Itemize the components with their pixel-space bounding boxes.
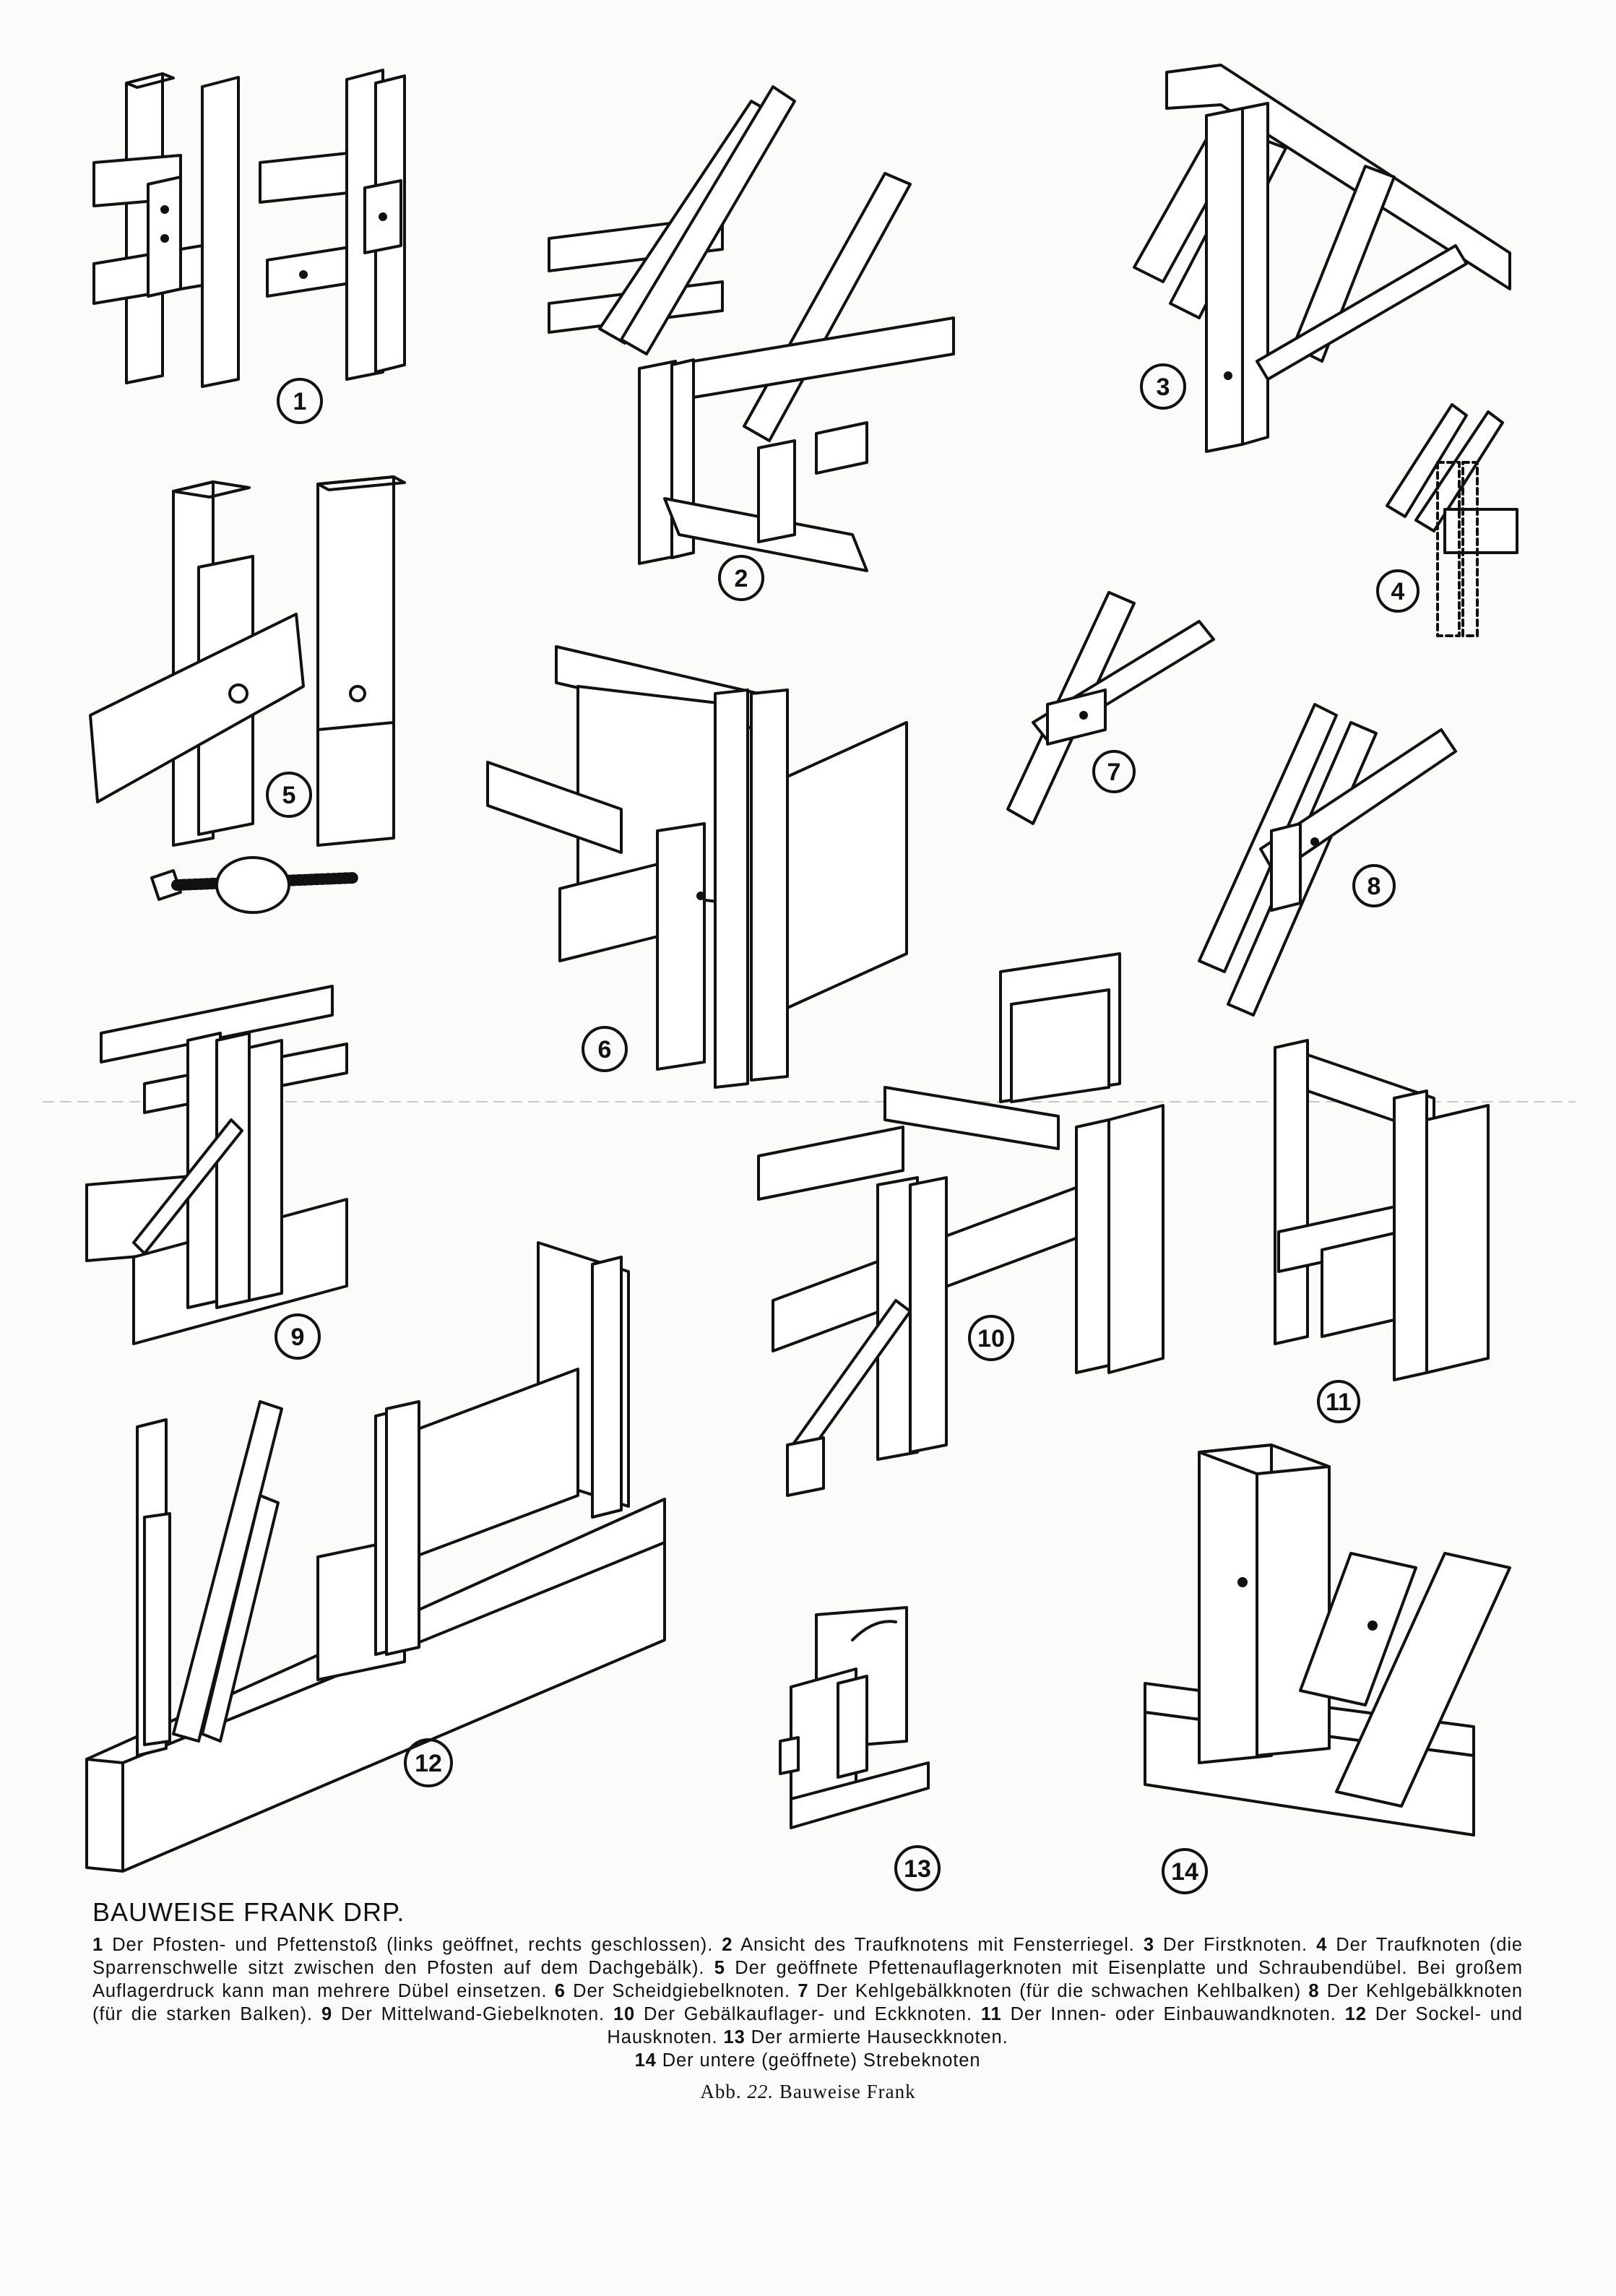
figure-5-drawing <box>89 475 406 847</box>
figure-7-drawing <box>1006 591 1215 825</box>
svg-text:11: 11 <box>1326 1389 1352 1416</box>
figure-13-number: 13 <box>894 1845 941 1891</box>
figure-14-drawing <box>1144 1443 1511 1837</box>
figure-13-drawing <box>779 1606 930 1829</box>
svg-text:2: 2 <box>735 565 748 592</box>
figure-6-number: 6 <box>582 1026 628 1072</box>
figure-8-number: 8 <box>1352 864 1396 907</box>
svg-text:5: 5 <box>282 782 296 809</box>
figure-label-number: 22. <box>747 2081 774 2102</box>
figure-label-title: Bauweise Frank <box>779 2081 916 2102</box>
figure-7-number: 7 <box>1092 750 1136 793</box>
figure-12-number: 12 <box>404 1738 453 1787</box>
figure-label-prefix: Abb. <box>700 2081 742 2102</box>
svg-text:10: 10 <box>977 1325 1005 1352</box>
figure-1-number: 1 <box>277 378 323 424</box>
svg-text:7: 7 <box>1107 759 1121 786</box>
figure-2-number: 2 <box>718 555 764 601</box>
svg-text:14: 14 <box>1171 1858 1198 1886</box>
svg-text:9: 9 <box>291 1324 305 1351</box>
caption-body: 1 Der Pfosten- und Pfettenstoß (links ge… <box>92 1935 1524 2071</box>
svg-text:3: 3 <box>1157 374 1170 401</box>
figure-label: Abb. 22. Bauweise Frank <box>0 2081 1616 2103</box>
svg-text:1: 1 <box>293 388 307 415</box>
svg-text:8: 8 <box>1367 873 1381 900</box>
figure-11-drawing <box>1274 1039 1490 1381</box>
figure-14-number: 14 <box>1162 1848 1208 1894</box>
figure-3-drawing <box>1133 64 1511 453</box>
svg-text:4: 4 <box>1391 578 1405 605</box>
figure-4-number: 4 <box>1376 569 1420 613</box>
figure-10-number: 10 <box>968 1315 1014 1361</box>
figure-6-drawing <box>486 645 908 1089</box>
figure-1-drawing <box>92 69 406 388</box>
figure-12-drawing <box>85 1241 666 1873</box>
screw-dowel-drawing <box>150 856 360 914</box>
caption-title: BAUWEISE FRANK DRP. <box>92 1897 405 1927</box>
figure-10-drawing <box>757 952 1165 1497</box>
figure-2-drawing <box>548 85 955 572</box>
figure-5-number: 5 <box>266 772 312 818</box>
figure-4-drawing <box>1386 403 1518 637</box>
figure-3-number: 3 <box>1140 363 1186 410</box>
figure-9-number: 9 <box>275 1313 321 1360</box>
figure-9-drawing <box>85 985 348 1345</box>
svg-text:13: 13 <box>904 1855 931 1883</box>
figure-8-drawing <box>1198 703 1457 1017</box>
svg-text:12: 12 <box>415 1750 442 1777</box>
svg-text:6: 6 <box>598 1036 612 1063</box>
figure-caption: BAUWEISE FRANK DRP. 1 Der Pfosten- und P… <box>92 1897 1523 2072</box>
figure-11-number: 11 <box>1317 1380 1360 1423</box>
